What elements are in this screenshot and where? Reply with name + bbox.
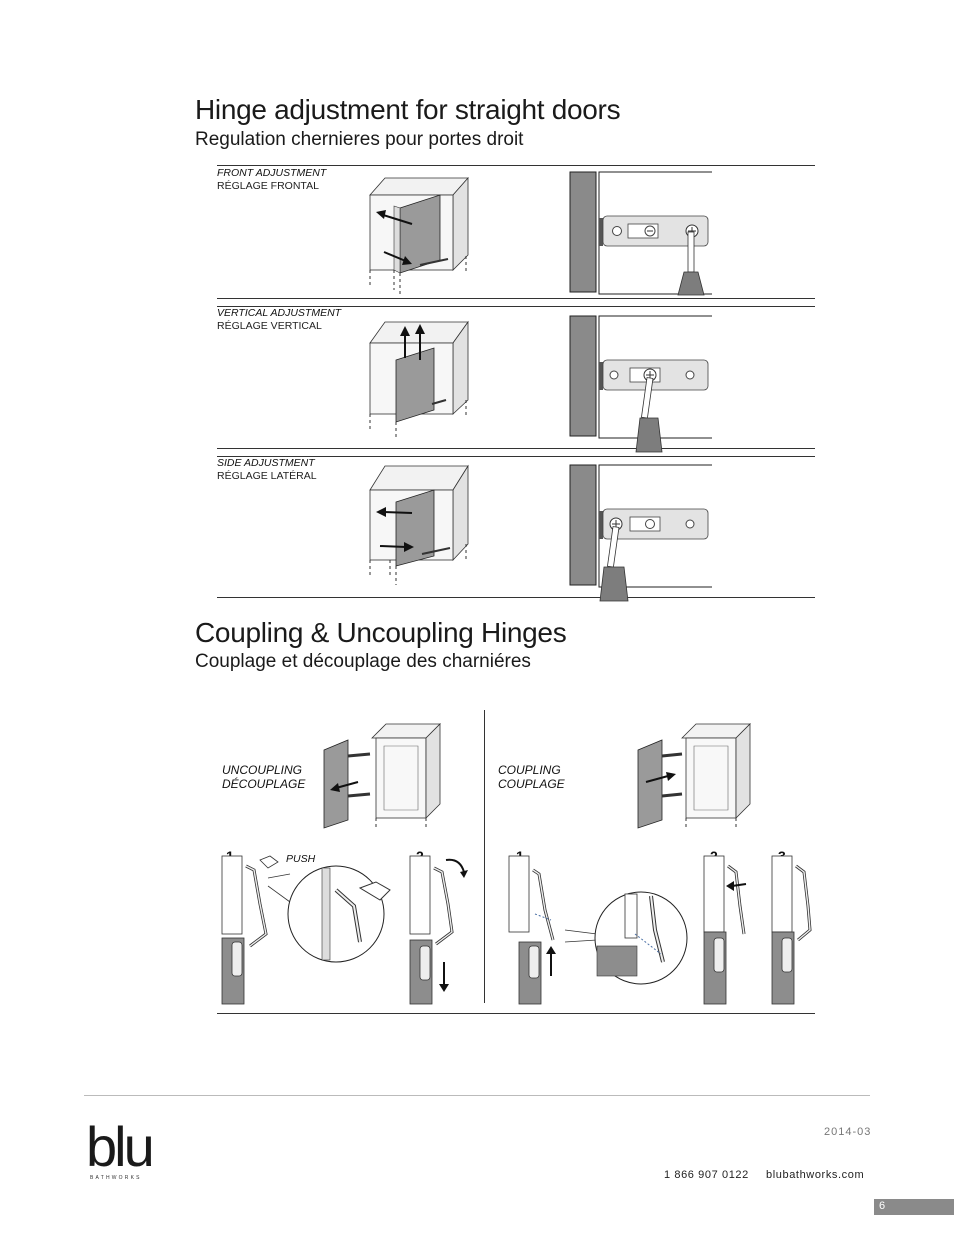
- vertical-adjustment-cabinet-illustration: [369, 320, 469, 438]
- row-divider: [217, 306, 815, 307]
- front-adjustment-cabinet-illustration: [369, 176, 469, 295]
- coupling-step2-illustration: [703, 855, 747, 1005]
- uncoupling-label-fr: DÉCOUPLAGE: [222, 777, 306, 791]
- coupling-label: COUPLING: [498, 763, 561, 777]
- vertical-adjustment-hinge-illustration: [569, 315, 712, 453]
- vertical-adjustment-label-fr: RÉGLAGE VERTICAL: [217, 320, 322, 332]
- side-adjustment-cabinet-illustration: [369, 464, 469, 585]
- coupling-step3-illustration: [771, 855, 812, 1005]
- uncoupling-step1-illustration: [221, 855, 391, 1005]
- logo-subtitle: BATHWORKS: [90, 1175, 142, 1181]
- document-date: 2014-03: [824, 1126, 872, 1138]
- coupling-cabinet-illustration: [637, 723, 751, 830]
- front-adjustment-hinge-illustration: [569, 171, 712, 296]
- side-adjustment-hinge-illustration: [569, 464, 712, 602]
- section2-subtitle: Couplage et découplage des charniéres: [195, 651, 531, 672]
- page-number-bar: 6: [874, 1199, 954, 1215]
- side-adjustment-label-fr: RÉGLAGE LATÉRAL: [217, 470, 317, 482]
- section2-title: Coupling & Uncoupling Hinges: [195, 617, 567, 648]
- front-adjustment-label: FRONT ADJUSTMENT: [217, 167, 327, 179]
- coupling-step1-illustration: [508, 855, 688, 1005]
- row-divider: [217, 456, 815, 457]
- coupling-label-fr: COUPLAGE: [498, 777, 565, 791]
- vertical-adjustment-label: VERTICAL ADJUSTMENT: [217, 307, 342, 319]
- front-adjustment-label-fr: RÉGLAGE FRONTAL: [217, 180, 319, 192]
- uncoupling-step2-illustration: [409, 855, 468, 1005]
- row-divider: [217, 448, 815, 449]
- push-label: PUSH: [286, 853, 316, 865]
- blu-logo: blu: [86, 1115, 155, 1178]
- uncoupling-label: UNCOUPLING: [222, 763, 303, 777]
- side-adjustment-label: SIDE ADJUSTMENT: [217, 457, 315, 469]
- row-divider: [217, 298, 815, 299]
- uncoupling-cabinet-illustration: [323, 723, 441, 830]
- section1-title: Hinge adjustment for straight doors: [195, 94, 621, 125]
- row-divider: [217, 165, 815, 166]
- row-divider: [217, 597, 815, 598]
- website-link[interactable]: blubathworks.com: [766, 1169, 865, 1181]
- section1-subtitle: Regulation chernieres pour portes droit: [195, 129, 524, 150]
- section2-bottom-rule: [217, 1013, 815, 1014]
- column-divider: [484, 710, 485, 1003]
- page-number: 6: [879, 1200, 886, 1212]
- phone-number: 1 866 907 0122: [664, 1169, 749, 1181]
- footer-divider: [84, 1095, 870, 1096]
